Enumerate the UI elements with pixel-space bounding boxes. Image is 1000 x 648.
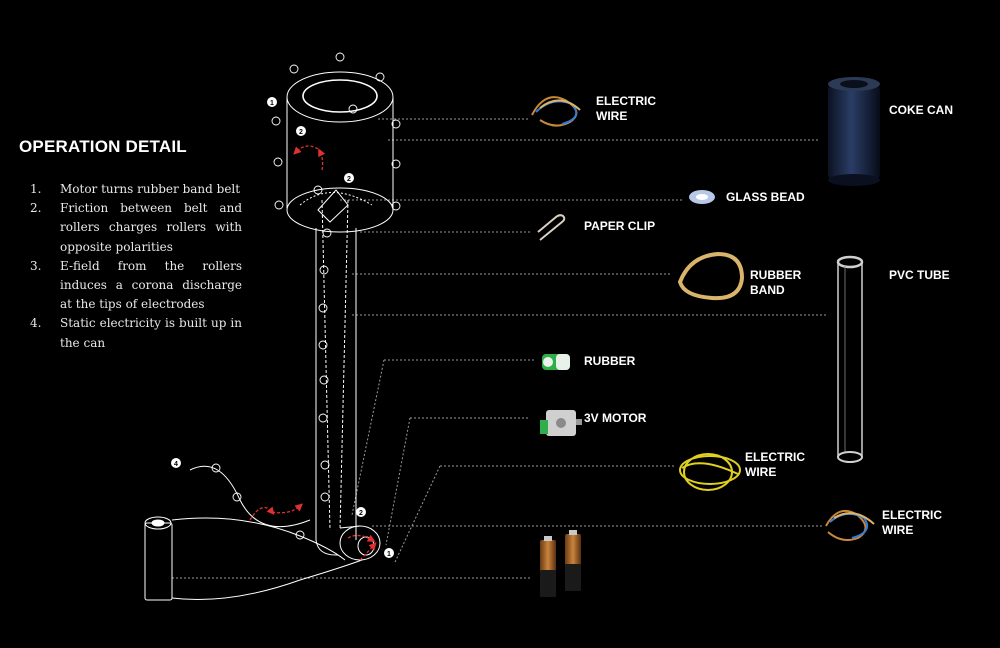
label-line: WIRE	[745, 465, 777, 479]
callout-text-4: 4	[174, 461, 178, 468]
label-rubber: RUBBER	[584, 354, 635, 369]
battery-base	[144, 465, 363, 601]
callout-2-lower	[356, 507, 366, 517]
step-text: E-field from the rollers induces a coron…	[60, 258, 242, 312]
callout-text-1: 1	[270, 100, 274, 107]
step-text: Friction between belt and rollers charge…	[60, 201, 242, 254]
battery-image	[540, 530, 581, 597]
callout-text-5: 2	[359, 510, 363, 517]
pvc-tube-image	[836, 255, 864, 463]
rubber-band-image	[677, 251, 745, 301]
motion-arrows	[249, 145, 377, 561]
label-pvc-tube: PVC TUBE	[889, 268, 950, 283]
label-electric-wire-top: ELECTRIC WIRE	[596, 94, 656, 124]
callout-dots	[171, 97, 394, 558]
label-3v-motor: 3V MOTOR	[584, 411, 646, 426]
glass-bead-image	[689, 190, 715, 204]
can-outline	[286, 71, 394, 233]
label-line: COKE CAN	[889, 103, 954, 117]
label-line: BAND	[750, 283, 785, 297]
callout-1-top	[267, 97, 277, 107]
label-rubber-band: RUBBER BAND	[750, 268, 801, 298]
electric-wire-bottom-image	[825, 510, 875, 541]
rubber-piece-image	[542, 354, 570, 370]
label-line: PAPER CLIP	[584, 219, 656, 233]
charge-symbols	[211, 52, 401, 540]
label-electric-wire-mid: ELECTRIC WIRE	[745, 450, 805, 480]
coke-can-image	[828, 77, 880, 186]
step-number: 1.	[30, 182, 42, 196]
step-item: 4. Static electricity is built up in the …	[30, 314, 242, 352]
callout-2-upper	[296, 126, 306, 136]
step-number: 3.	[30, 258, 42, 273]
step-item: 1. Motor turns rubber band belt	[30, 180, 242, 199]
motor-image	[540, 410, 582, 436]
label-line: PVC TUBE	[889, 268, 950, 282]
motor-housing	[315, 525, 381, 561]
leader-lines	[172, 118, 826, 579]
leader-motor	[385, 417, 528, 546]
label-coke-can: COKE CAN	[889, 103, 953, 118]
step-text: Static electricity is built up in the ca…	[60, 316, 242, 350]
leader-electric-wire-mid	[394, 465, 676, 563]
label-line: ELECTRIC	[745, 450, 805, 464]
page-title: OPERATION DETAIL	[19, 137, 187, 156]
label-line: GLASS BEAD	[726, 190, 805, 204]
leader-rubber	[351, 359, 536, 516]
step-item: 3. E-field from the rollers induces a cor…	[30, 257, 242, 315]
label-line: ELECTRIC	[882, 508, 942, 522]
callout-4	[171, 458, 181, 468]
label-paper-clip: PAPER CLIP	[584, 219, 655, 234]
label-line: RUBBER	[584, 354, 636, 368]
label-electric-wire-bottom: ELECTRIC WIRE	[882, 508, 942, 538]
callout-1-bottom	[384, 548, 394, 558]
step-number: 4.	[30, 316, 42, 331]
step-item: 2. Friction between belt and rollers char…	[30, 199, 242, 257]
tube-outline	[315, 189, 357, 540]
electric-wire-mid-image	[679, 453, 741, 491]
callout-2-mid	[344, 173, 354, 183]
label-glass-bead: GLASS BEAD	[726, 190, 805, 205]
callout-text-3: 2	[347, 176, 351, 183]
label-line: WIRE	[882, 523, 914, 537]
label-line: RUBBER	[750, 268, 802, 282]
step-number: 2.	[30, 201, 42, 216]
electric-wire-top-image	[531, 96, 581, 127]
label-line: ELECTRIC	[596, 94, 656, 108]
callout-text-6: 1	[387, 551, 391, 558]
label-line: WIRE	[596, 109, 628, 123]
operation-steps: 1. Motor turns rubber band belt 2. Frictio…	[30, 180, 242, 353]
label-line: 3V MOTOR	[584, 411, 647, 425]
step-text: Motor turns rubber band belt	[60, 182, 241, 196]
callout-text-2: 2	[299, 129, 303, 136]
paper-clip-image	[537, 214, 566, 241]
